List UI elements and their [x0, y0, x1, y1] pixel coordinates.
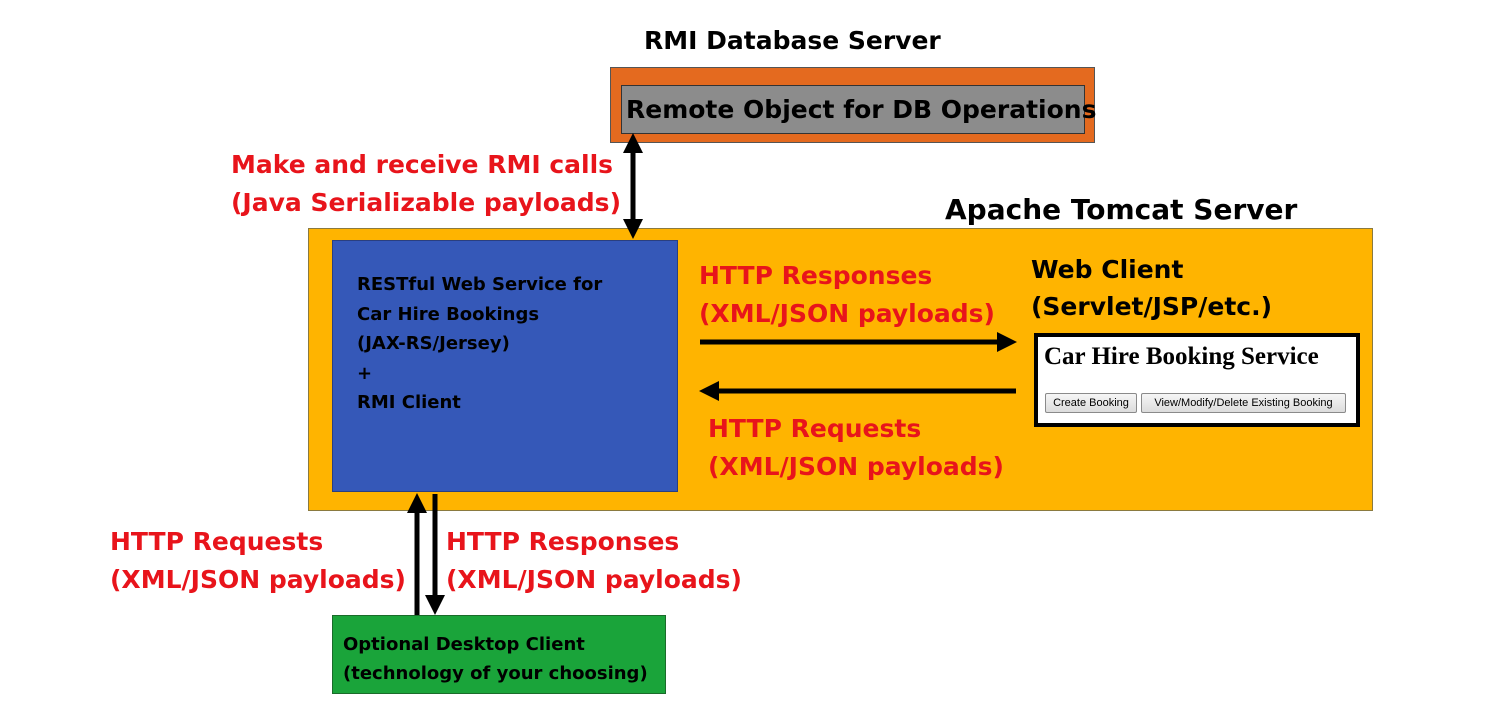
- desktop-http-responses-label: HTTP Responses (XML/JSON payloads): [446, 523, 742, 599]
- rest-service-line: RESTful Web Service for: [357, 274, 603, 295]
- web-client-title-line2: (Servlet/JSP/etc.): [1031, 292, 1273, 321]
- rmi-calls-label-line1: Make and receive RMI calls: [231, 150, 614, 179]
- rmi-calls-label-line2: (Java Serializable payloads): [231, 188, 621, 217]
- rest-service-line: Car Hire Bookings: [357, 303, 540, 325]
- rest-service-line: +: [357, 362, 373, 384]
- rest-service-line: RMI Client: [357, 392, 461, 413]
- remote-object-box: Remote Object for DB Operations: [621, 85, 1096, 134]
- view-modify-delete-booking-button[interactable]: View/Modify/Delete Existing Booking: [1141, 393, 1346, 413]
- rest-service-label: RESTful Web Service for Car Hire Booking…: [357, 270, 602, 418]
- web-client-title: Web Client (Servlet/JSP/etc.): [1031, 251, 1272, 325]
- desktop-client-line2: (technology of your choosing): [343, 663, 648, 684]
- http-requests-line2: (XML/JSON payloads): [708, 452, 1004, 481]
- http-requests-label: HTTP Requests (XML/JSON payloads): [708, 410, 1004, 486]
- http-responses-line2: (XML/JSON payloads): [699, 299, 995, 328]
- http-requests-line1: HTTP Requests: [708, 414, 922, 443]
- rmi-server-title: RMI Database Server: [644, 26, 941, 55]
- web-client-app-title: Car Hire Booking Service: [1044, 343, 1319, 370]
- http-responses-line1: HTTP Responses: [699, 261, 933, 290]
- http-responses-label: HTTP Responses (XML/JSON payloads): [699, 257, 995, 333]
- desktop-client-label: Optional Desktop Client (technology of y…: [343, 630, 648, 688]
- desktop-http-responses-line2: (XML/JSON payloads): [446, 565, 742, 594]
- desktop-client-box: [332, 615, 666, 694]
- rest-service-box: [332, 240, 678, 492]
- desktop-client-line1: Optional Desktop Client: [343, 634, 585, 655]
- web-client-title-line1: Web Client: [1031, 255, 1184, 284]
- desktop-http-requests-line1: HTTP Requests: [110, 527, 324, 556]
- desktop-http-requests-line2: (XML/JSON payloads): [110, 565, 406, 594]
- desktop-http-responses-line1: HTTP Responses: [446, 527, 680, 556]
- rmi-calls-label: Make and receive RMI calls (Java Seriali…: [231, 146, 621, 222]
- create-booking-button[interactable]: Create Booking: [1045, 393, 1137, 413]
- tomcat-title: Apache Tomcat Server: [945, 193, 1298, 226]
- rest-service-line: (JAX-RS/Jersey): [357, 333, 510, 354]
- desktop-http-requests-label: HTTP Requests (XML/JSON payloads): [110, 523, 406, 599]
